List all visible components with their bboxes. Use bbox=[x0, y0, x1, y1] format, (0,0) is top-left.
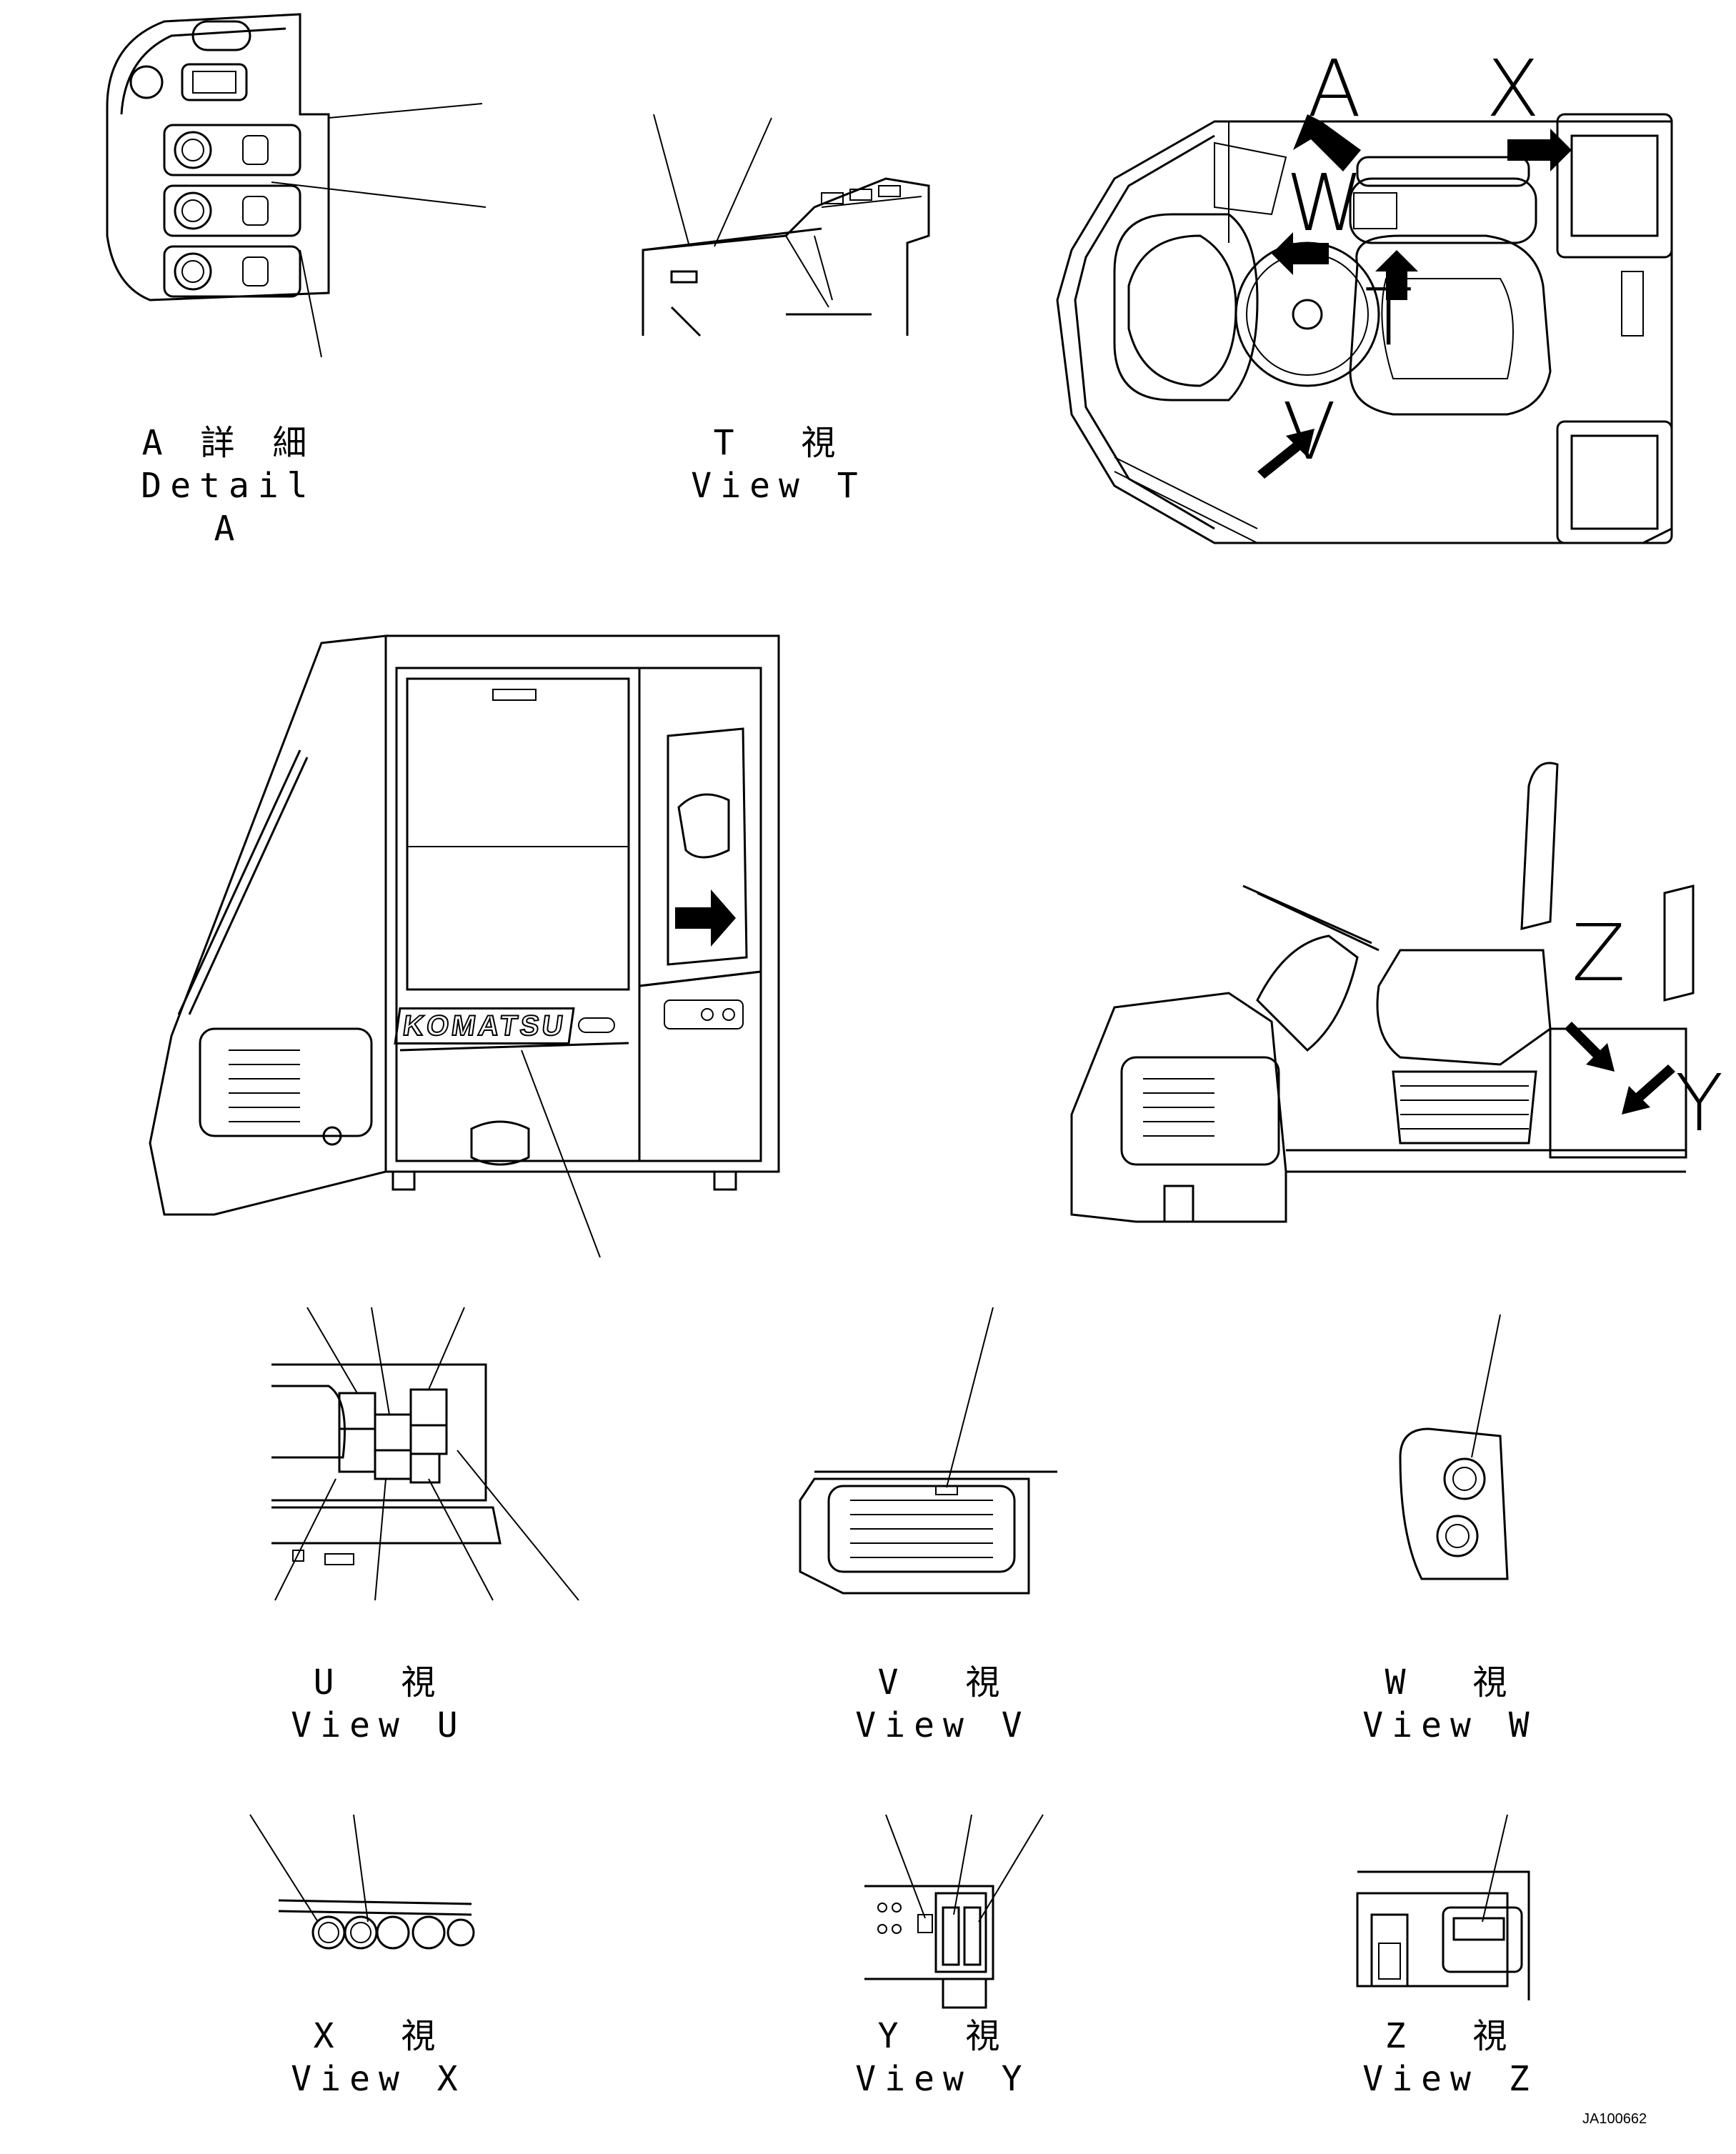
caption-view-z: Z 視 View Z bbox=[1343, 2015, 1557, 2100]
drawing-code: JA100662 bbox=[1582, 2111, 1647, 2127]
caption-view-u-en: View U bbox=[291, 1705, 467, 1745]
caption-view-x-jp: X 視 bbox=[313, 2016, 444, 2056]
caption-view-v: V 視 View V bbox=[836, 1661, 1050, 1747]
view-w-drawing bbox=[1399, 1314, 1509, 1580]
caption-view-y-jp: Y 視 bbox=[877, 2016, 1009, 2056]
caption-view-x: X 視 View X bbox=[271, 2015, 486, 2100]
caption-view-y-en: View Y bbox=[855, 2059, 1031, 2099]
caption-view-y: Y 視 View Y bbox=[836, 2015, 1050, 2100]
caption-view-z-jp: Z 視 bbox=[1385, 2016, 1516, 2056]
cab-logo: KOMATSU bbox=[394, 1007, 575, 1044]
caption-view-w-jp: W 視 bbox=[1385, 1662, 1516, 1702]
view-marker-y: Y bbox=[1675, 1057, 1724, 1149]
view-y-drawing bbox=[864, 1814, 1044, 2009]
view-z-drawing bbox=[1356, 1814, 1530, 2000]
caption-view-z-en: View Z bbox=[1362, 2059, 1538, 2099]
caption-view-u: U 視 View U bbox=[271, 1661, 486, 1747]
cab-side-view bbox=[149, 634, 780, 1258]
top-plan-view bbox=[1056, 113, 1673, 544]
caption-view-x-en: View X bbox=[291, 2059, 467, 2099]
view-marker-t: T bbox=[1365, 271, 1413, 363]
view-marker-w: W bbox=[1286, 157, 1364, 249]
caption-view-v-en: View V bbox=[855, 1705, 1031, 1745]
caption-view-v-jp: V 視 bbox=[877, 1662, 1009, 1702]
caption-view-u-jp: U 視 bbox=[313, 1662, 444, 1702]
caption-detail-a-en: Detail A bbox=[141, 466, 316, 549]
caption-view-w: W 視 View W bbox=[1343, 1661, 1557, 1747]
seat-side-view bbox=[1070, 762, 1695, 1223]
view-marker-a: A bbox=[1307, 43, 1362, 134]
view-t-drawing bbox=[642, 114, 930, 337]
view-v-drawing bbox=[799, 1307, 1057, 1595]
view-u-drawing bbox=[271, 1307, 579, 1601]
caption-detail-a-jp: A 詳 細 bbox=[141, 423, 316, 463]
caption-view-t-en: View T bbox=[691, 466, 867, 506]
view-marker-z: Z bbox=[1572, 907, 1626, 999]
view-marker-x: X bbox=[1486, 43, 1540, 134]
caption-detail-a: A 詳 細 Detail A bbox=[121, 422, 336, 550]
view-marker-v: V bbox=[1282, 386, 1337, 477]
view-x-drawing bbox=[249, 1814, 475, 1950]
detail-a-drawing bbox=[106, 13, 487, 358]
caption-view-w-en: View W bbox=[1362, 1705, 1538, 1745]
caption-view-t: T 視 View T bbox=[672, 422, 886, 507]
caption-view-t-jp: T 視 bbox=[713, 423, 844, 463]
